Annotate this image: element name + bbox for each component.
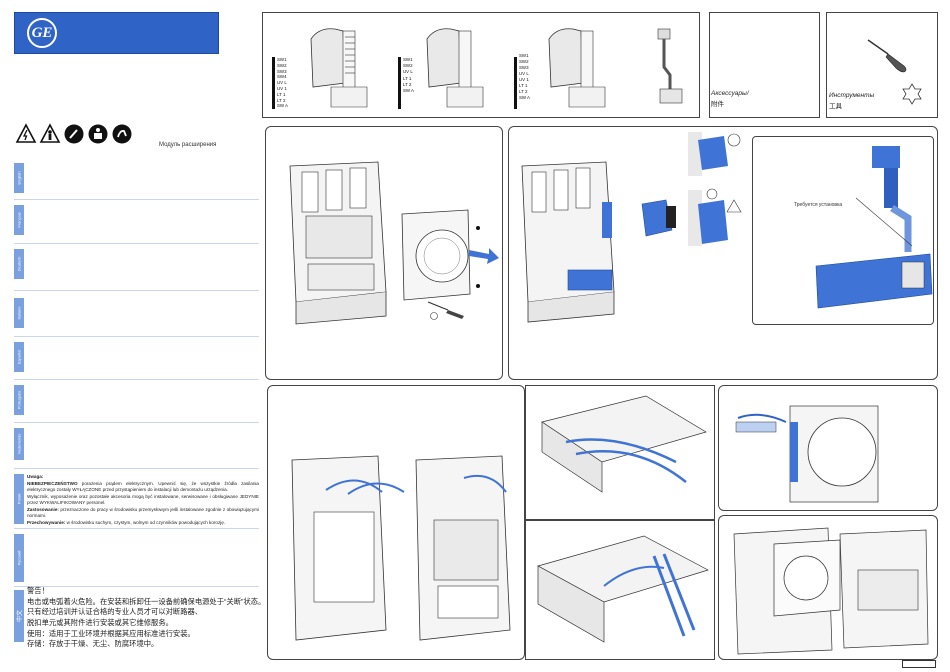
breaker-wiring-right — [415, 455, 511, 641]
breaker-illustration-module — [521, 161, 615, 323]
kit-illustration-2 — [398, 28, 484, 109]
page-number-box — [902, 660, 936, 668]
reassemble-illustration — [733, 527, 929, 655]
lang-tab-polski[interactable]: Polski — [14, 474, 24, 524]
person-hazard-icon — [39, 123, 61, 143]
connector-cable-illustration — [657, 28, 683, 104]
brand-logo-banner: GE — [14, 12, 219, 54]
lang-tab-nederlands[interactable]: Nederlands — [14, 428, 24, 460]
torx-icon — [902, 83, 922, 105]
read-manual-icon — [88, 124, 108, 144]
cable-assembly-illustration — [815, 146, 933, 309]
divider — [14, 528, 259, 529]
lang-tab-russian[interactable]: Русский — [14, 534, 24, 582]
ge-logo: GE — [27, 18, 57, 48]
lang-tab-francais[interactable]: Français — [14, 205, 24, 235]
lang-tab-italiano[interactable]: Italiano — [14, 298, 24, 328]
screwdriver-step-icon — [427, 301, 464, 320]
divider — [14, 199, 259, 200]
lang-tab-english[interactable]: English — [14, 163, 24, 193]
routing-illustration-bottom — [537, 535, 709, 643]
screwdriver-icon — [867, 39, 907, 73]
kit-illustration-3 — [514, 28, 606, 109]
routing-illustration-top — [541, 395, 707, 493]
breaker-illustration-open — [289, 161, 387, 325]
electric-hazard-icon — [15, 123, 37, 143]
accessories-box — [709, 12, 820, 118]
tool-icon — [64, 124, 84, 144]
plug-connect-illustration — [735, 405, 879, 503]
divider — [14, 243, 259, 244]
lang-tab-chinese[interactable]: 中文 — [14, 590, 24, 642]
breaker-wiring-left — [291, 455, 405, 641]
module-label: Модуль расширения — [159, 142, 217, 148]
lang-tab-espanol[interactable]: Español — [14, 342, 24, 372]
tools-caption-ru: Инструменты — [829, 92, 875, 99]
arrow-remove-icon — [469, 248, 499, 264]
lang-tab-portugues[interactable]: Português — [14, 385, 24, 415]
lang-tab-deutsch[interactable]: Deutsch — [14, 249, 24, 279]
divider — [14, 290, 259, 291]
accessories-caption-ru: Аксессуары/ — [711, 90, 749, 97]
module-part-illustration — [641, 199, 676, 237]
divider — [14, 379, 259, 380]
chinese-warning-text: 警告！ 电击或电弧着火危险。在安装和拆卸任一设备前确保电源处于“关断”状态。 只… — [27, 586, 266, 649]
module-detail-ok — [688, 132, 741, 176]
tools-box — [826, 12, 938, 118]
tools-caption-zh: 工具 — [829, 103, 842, 110]
accessories-caption-zh: 附件 — [711, 101, 724, 108]
polish-warning-text: Uwaga: NIEBEZPIECZEŃSTWO porażenia prąde… — [27, 474, 259, 525]
module-detail-warning — [688, 188, 742, 246]
gloves-icon — [112, 124, 132, 144]
kit-illustration-1 — [272, 28, 368, 109]
divider — [14, 422, 259, 423]
divider — [14, 336, 259, 337]
divider — [14, 586, 259, 587]
cover-illustration — [401, 209, 480, 301]
install-required-label: Требуется установка — [794, 202, 843, 208]
safety-icons — [15, 123, 132, 144]
divider — [14, 468, 259, 469]
